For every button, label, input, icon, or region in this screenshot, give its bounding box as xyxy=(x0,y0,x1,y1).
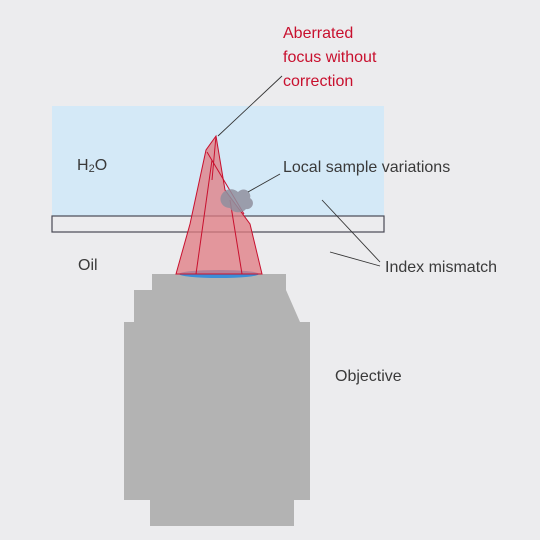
objective-label: Objective xyxy=(335,368,402,385)
aberrated-label-line: Aberrated xyxy=(283,25,354,42)
sample-variation-blob xyxy=(220,189,253,213)
index-leader-line-upper xyxy=(321,199,381,263)
cone-outer xyxy=(175,134,263,275)
oil-label: Oil xyxy=(78,257,98,274)
index-mismatch-label: Index mismatch xyxy=(385,259,498,276)
cone-ray xyxy=(229,199,243,275)
cone-ray xyxy=(195,159,213,275)
aberration-leader-line xyxy=(217,75,283,137)
objective-body xyxy=(124,274,310,526)
water-label-o: O xyxy=(94,157,108,174)
light-cone xyxy=(175,134,263,275)
index-leader-line-lower xyxy=(329,251,381,267)
aberrated-label-line: correction xyxy=(283,73,354,90)
water-label: H2O xyxy=(77,156,107,177)
variation-leader-line xyxy=(247,173,281,193)
water-label-h: H xyxy=(77,157,89,174)
aberrated-label-line: focus without xyxy=(283,49,377,66)
water-label-subscript: 2 xyxy=(88,163,95,175)
cone-ray xyxy=(211,135,217,181)
local-variations-label: Local sample variations xyxy=(283,159,451,176)
aberrated-focus-label: Aberrated focus without correction xyxy=(283,22,376,94)
